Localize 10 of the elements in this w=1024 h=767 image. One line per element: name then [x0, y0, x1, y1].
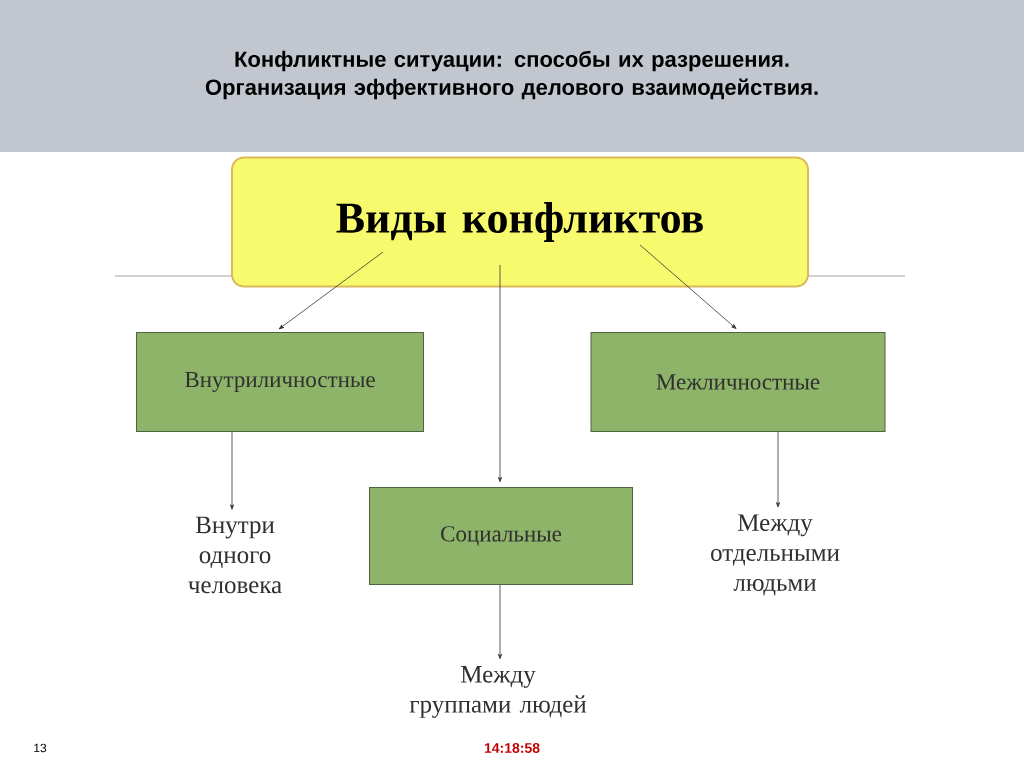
title-box: Виды конфликтов	[231, 156, 809, 288]
description-text: Между отдельными людьми	[711, 514, 840, 596]
description-text: Между группами людей	[409, 666, 587, 718]
timestamp: 14:18:58	[484, 743, 540, 753]
slide-title: Конфликтные ситуации: способы их разрешения. Организация эффективного делового взаимодействия.	[205, 50, 818, 100]
description-text: Внутри одного человека	[188, 516, 282, 594]
category-box: Межличностные	[590, 332, 886, 432]
category-box: Внутриличностные	[136, 332, 424, 432]
category-box: Социальные	[369, 487, 633, 585]
page-number: 13	[34, 743, 47, 753]
